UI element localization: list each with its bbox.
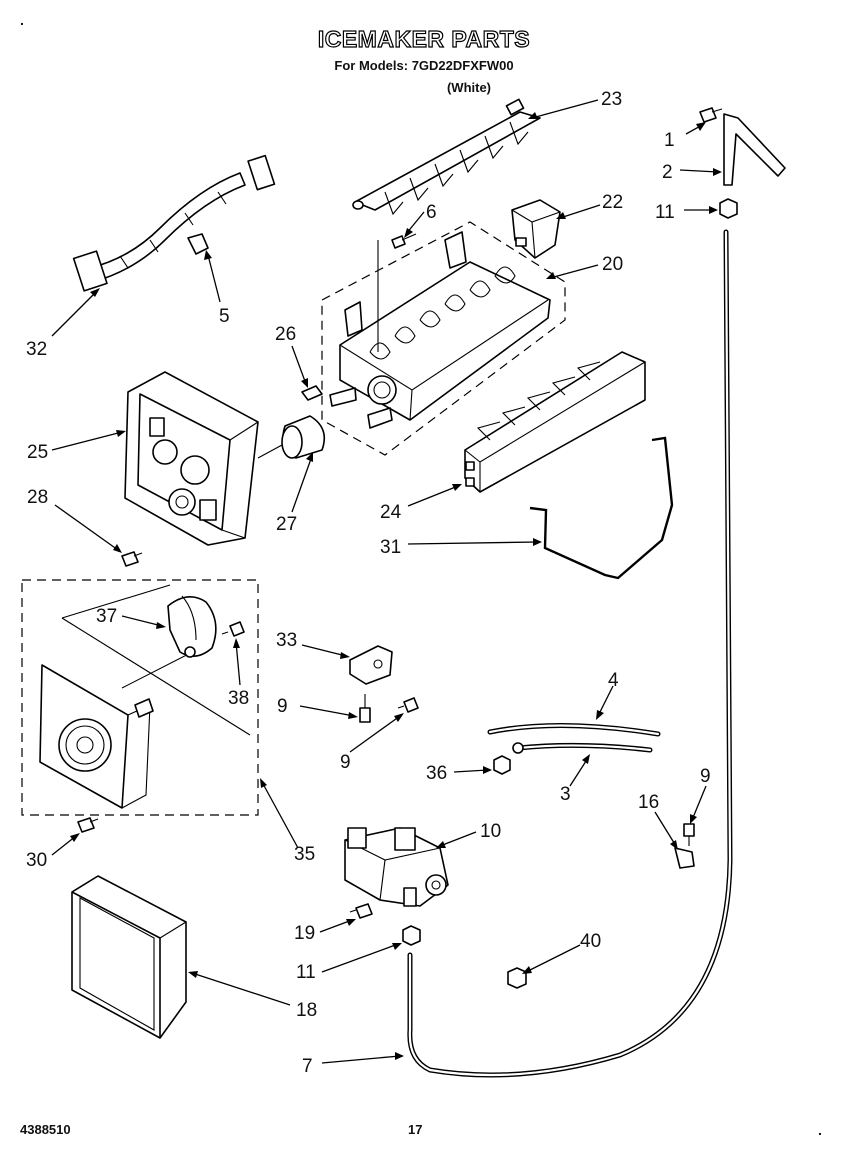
part-33-bracket [349, 645, 393, 685]
diagram-title: ICEMAKER PARTS [317, 25, 531, 52]
part-30-screw [77, 817, 99, 833]
callout-18: 18 [296, 1000, 317, 1021]
corner-mark-top-left: . [20, 12, 24, 28]
callout-9-c: 9 [700, 766, 711, 787]
callout-3: 3 [560, 784, 571, 805]
model-color: (White) [446, 80, 492, 95]
part-19-screw [349, 903, 373, 919]
callout-23: 23 [601, 89, 622, 110]
part-9-screw-right [397, 697, 419, 713]
callout-10: 10 [480, 821, 501, 842]
part-7-water-line [407, 229, 733, 1078]
callout-24: 24 [380, 502, 402, 523]
part-20-mold-assembly [321, 221, 566, 456]
callout-30: 30 [26, 850, 47, 871]
document-number: 4388510 [20, 1122, 71, 1137]
part-27-motor [257, 415, 326, 459]
callout-25: 25 [27, 442, 48, 463]
part-26-clip [301, 385, 323, 401]
callout-26: 26 [275, 324, 296, 345]
callout-33: 33 [276, 630, 297, 651]
part-9-screw-far-right [683, 823, 695, 846]
part-40-nut [507, 967, 527, 989]
page-number: 17 [408, 1122, 423, 1137]
part-31-shutoff-arm-wire [529, 436, 674, 580]
callout-22: 22 [602, 192, 623, 213]
callout-2: 2 [662, 162, 673, 183]
callout-1: 1 [664, 130, 675, 151]
part-5-clip [187, 233, 209, 255]
part-25-module-housing [124, 371, 259, 546]
part-38-screw [221, 621, 245, 637]
callout-35: 35 [294, 844, 315, 865]
part-23-ejector-shaft [352, 98, 541, 216]
part-16-clamp [674, 847, 695, 869]
part-2-fill-tube [723, 113, 786, 186]
part-36-nut [493, 755, 511, 775]
part-9-screw-left [359, 694, 371, 723]
callout-31: 31 [380, 537, 401, 558]
callout-27: 27 [276, 514, 297, 535]
part-32-wire-harness [72, 154, 276, 292]
part-18-cover [71, 875, 187, 1039]
part-11-nut-bottom [402, 925, 421, 946]
callout-20: 20 [602, 254, 623, 275]
part-35-module-assembly [21, 579, 259, 816]
callout-28: 28 [27, 487, 48, 508]
callout-36: 36 [426, 763, 447, 784]
callout-7: 7 [302, 1056, 313, 1077]
callout-38: 38 [228, 688, 249, 709]
callout-16: 16 [638, 792, 659, 813]
callout-19: 19 [294, 923, 315, 944]
callout-5: 5 [219, 306, 230, 327]
part-37-motor [167, 595, 217, 658]
part-6-screw [391, 233, 417, 249]
corner-mark-bottom-right: . [818, 1122, 822, 1138]
part-4-tube [487, 723, 661, 737]
callout-11-top: 11 [655, 202, 675, 223]
callout-4: 4 [608, 670, 619, 691]
callout-6: 6 [426, 202, 437, 223]
part-24-stripper [464, 351, 646, 493]
leader-lines [51, 99, 722, 1064]
model-number: For Models: 7GD22DFXFW00 [334, 58, 514, 73]
callout-37: 37 [96, 606, 117, 627]
callout-11-bottom: 11 [296, 962, 316, 983]
callout-labels: 1 2 3 4 5 6 7 9 9 9 10 11 11 16 18 19 20… [26, 89, 711, 1077]
callout-9-b: 9 [340, 752, 351, 773]
callout-40: 40 [580, 931, 601, 952]
part-1-screw [699, 107, 723, 123]
callout-9-a: 9 [277, 696, 288, 717]
part-3-tube [512, 742, 653, 754]
part-28-screw [121, 551, 143, 567]
callout-32: 32 [26, 339, 47, 360]
part-11-nut-top [719, 198, 738, 219]
part-22-fill-cup [511, 199, 561, 259]
part-10-water-valve [344, 827, 449, 907]
